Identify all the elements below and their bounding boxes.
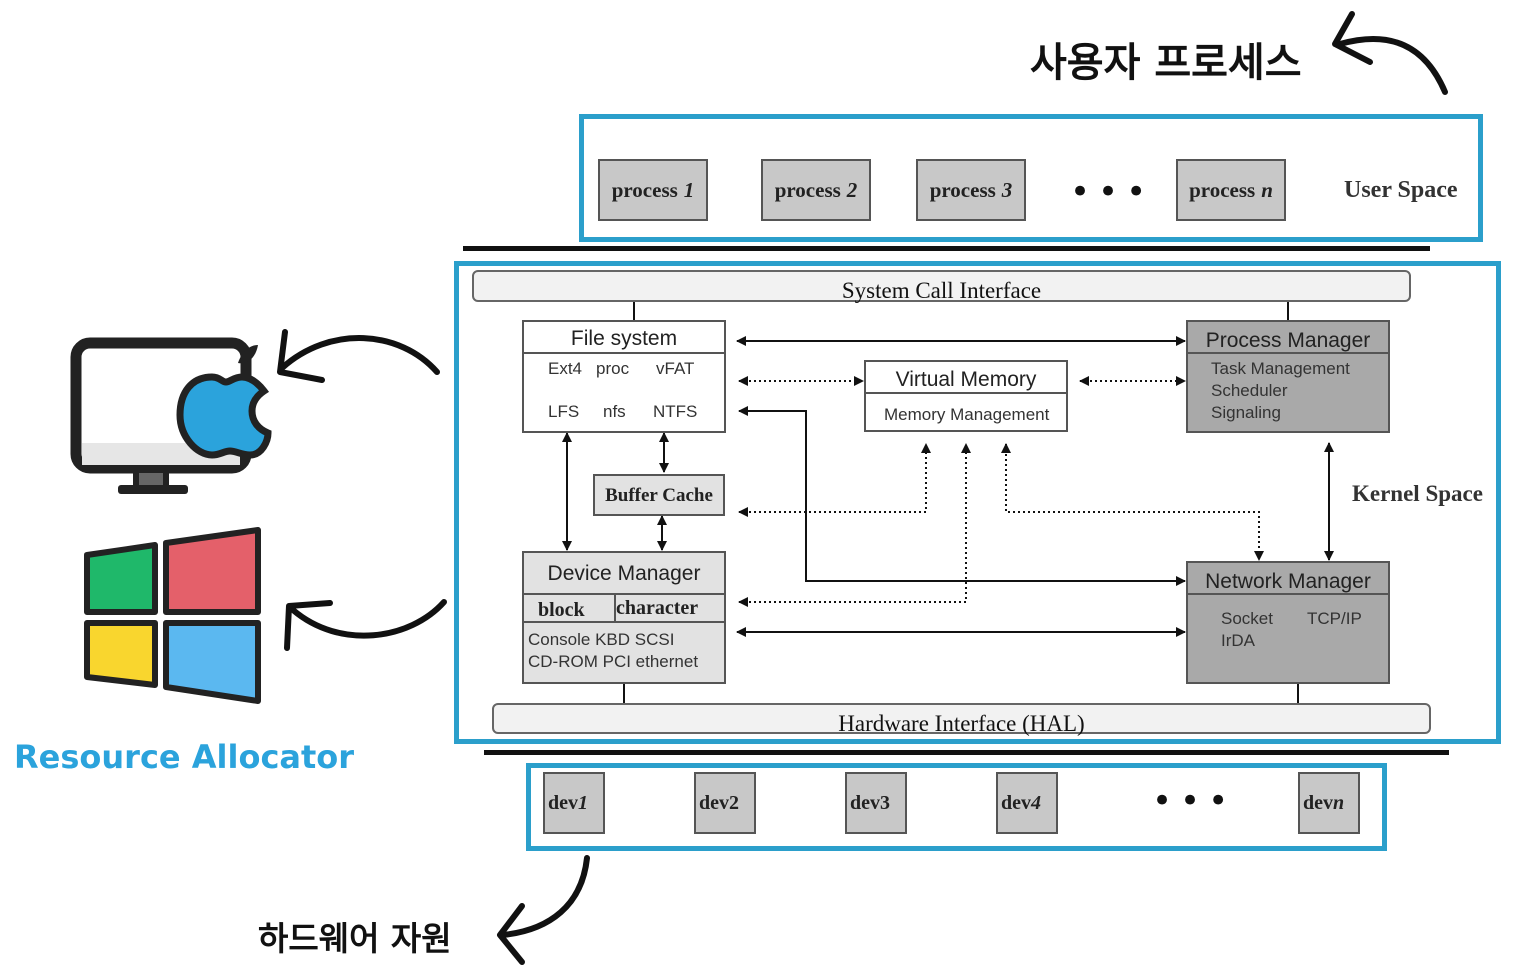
device-label: dev: [850, 791, 880, 814]
user-space-label: User Space: [1344, 177, 1458, 203]
resource-allocator-label: Resource Allocator: [14, 738, 355, 776]
pm-signaling: Signaling: [1211, 403, 1281, 422]
device-number: n: [1333, 791, 1345, 814]
fs-ntfs: NTFS: [653, 402, 698, 421]
process-manager-title: Process Manager: [1188, 322, 1388, 354]
pm-task-management: Task Management: [1211, 359, 1350, 378]
nm-irda: IrDA: [1221, 631, 1255, 650]
file-system-box: File system Ext4 proc vFAT LFS nfs NTFS: [522, 320, 726, 433]
fs-ext4: Ext4: [548, 359, 583, 378]
device-type-row: block character: [524, 595, 724, 623]
device-label: dev: [548, 791, 578, 814]
file-system-title: File system: [524, 322, 724, 354]
user-process-annotation: 사용자 프로세스: [1030, 40, 1302, 86]
process-label: process: [611, 177, 678, 202]
dm-devices-line2: CD-ROM PCI ethernet: [528, 652, 699, 671]
network-manager-box: Network Manager Socket TCP/IP IrDA: [1186, 561, 1390, 684]
nm-tcpip: TCP/IP: [1307, 609, 1362, 628]
fs-proc: proc: [596, 359, 630, 378]
virtual-memory-box: Virtual Memory Memory Management: [864, 360, 1068, 432]
nm-socket: Socket: [1221, 609, 1273, 628]
device-number: 1: [578, 791, 588, 814]
process-number: 2: [846, 177, 858, 202]
device-label: dev: [699, 791, 729, 814]
pm-scheduler: Scheduler: [1211, 381, 1288, 400]
user-space-frame: [579, 114, 1483, 242]
device-manager-box: Device Manager block character Console K…: [522, 551, 726, 684]
device-number: 3: [880, 791, 890, 814]
process-label: process: [929, 177, 996, 202]
device-type-divider: [614, 595, 616, 621]
process-label: process: [774, 177, 841, 202]
hardware-resource-annotation: 하드웨어 자원: [258, 919, 452, 958]
kernel-space-frame: [454, 261, 1501, 744]
process-ellipsis: •••: [1070, 172, 1155, 212]
device-ellipsis: •••: [1152, 781, 1237, 821]
memory-management-label: Memory Management: [884, 405, 1050, 424]
kernel-space-label: Kernel Space: [1352, 481, 1483, 506]
device-manager-title: Device Manager: [524, 553, 724, 595]
network-manager-title: Network Manager: [1188, 563, 1388, 595]
character-label: character: [616, 597, 699, 619]
buffer-cache-box: Buffer Cache: [593, 474, 725, 516]
device-number: 4: [1031, 791, 1041, 814]
device-label: dev: [1303, 791, 1333, 814]
user-kernel-separator: [463, 246, 1430, 251]
device-label: dev: [1001, 791, 1031, 814]
windows-logo-icon: [84, 527, 261, 704]
process-number: n: [1261, 177, 1273, 202]
imac-apple-icon: [70, 337, 272, 494]
process-label: process: [1189, 177, 1256, 202]
block-label: block: [538, 599, 585, 621]
dm-devices-line1: Console KBD SCSI: [528, 630, 675, 649]
hardware-interface-hal: Hardware Interface (HAL): [492, 703, 1431, 736]
process-manager-box: Process Manager Task Management Schedule…: [1186, 320, 1390, 433]
fs-nfs: nfs: [603, 402, 626, 421]
devices-frame: [526, 763, 1387, 851]
fs-vfat: vFAT: [656, 359, 695, 378]
system-call-interface: System Call Interface: [472, 270, 1411, 303]
virtual-memory-title: Virtual Memory: [866, 362, 1066, 394]
device-number: 2: [729, 791, 739, 814]
process-number: 3: [1001, 177, 1013, 202]
kernel-hardware-separator: [484, 750, 1449, 755]
fs-lfs: LFS: [548, 402, 580, 421]
process-number: 1: [683, 177, 695, 202]
